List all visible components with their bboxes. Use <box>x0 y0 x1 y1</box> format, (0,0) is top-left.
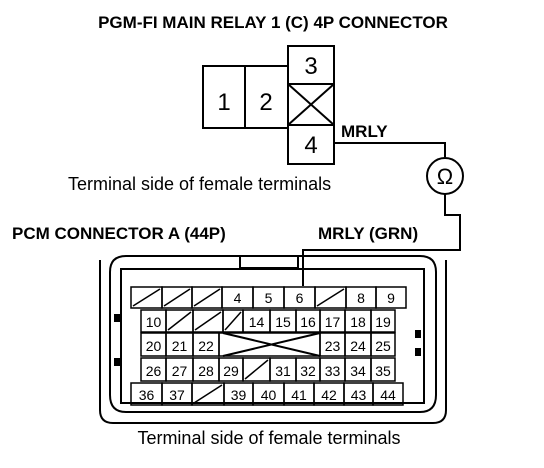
pcm-terminal-frame <box>120 268 425 404</box>
ohm-symbol: Ω <box>437 164 453 189</box>
pcm-empty-cavity-slash <box>193 288 221 307</box>
pcm-key-mark <box>114 314 120 322</box>
pcm-pin-cell <box>370 332 396 357</box>
relay-pin-2: 2 <box>259 89 272 116</box>
relay-pin-3: 3 <box>304 53 317 80</box>
relay-pin-4: 4 <box>304 132 317 159</box>
relay-wire <box>334 142 446 157</box>
pcm-empty-cavity-slash <box>193 384 223 404</box>
pcm-empty-cavity-slash <box>163 288 191 307</box>
pcm-pin-6: 6 <box>296 290 304 306</box>
pcm-pin-24: 24 <box>350 338 366 354</box>
pcm-pin-43: 43 <box>351 387 367 403</box>
pcm-pin-37: 37 <box>169 387 185 403</box>
relay-connector <box>202 45 335 165</box>
pcm-pin-23: 23 <box>325 338 341 354</box>
pcm-pin-25: 25 <box>375 338 391 354</box>
pcm-pin-cell <box>375 286 407 309</box>
pcm-pin-22: 22 <box>198 338 214 354</box>
relay-pin-1: 1 <box>217 89 230 116</box>
pcm-wire-label: MRLY (GRN) <box>318 224 418 243</box>
pcm-pin-29: 29 <box>223 363 239 379</box>
pcm-pin-31: 31 <box>275 363 291 379</box>
pcm-connector <box>99 255 447 424</box>
pcm-empty-cavity-mark <box>222 332 321 357</box>
pcm-pin-27: 27 <box>172 363 188 379</box>
pcm-empty-cavity-slash <box>244 359 269 380</box>
pcm-pin-42: 42 <box>321 387 337 403</box>
pcm-empty-cavity-slash <box>194 311 222 331</box>
mrly-label: MRLY <box>341 122 388 141</box>
pcm-empty-cavity-slash <box>132 288 161 307</box>
pcm-pin-33: 33 <box>325 363 341 379</box>
pcm-pin-cell <box>370 357 396 382</box>
pcm-pin-5: 5 <box>265 290 273 306</box>
pcm-terminal-grid: 4 5 6 8 9 10 14 15 16 17 18 19 20 21 22 23 24 25 26 27 28 29 3… <box>130 286 407 406</box>
pcm-pin-26: 26 <box>146 363 162 379</box>
pcm-outer-shell <box>99 260 447 424</box>
pcm-pin-32: 32 <box>300 363 316 379</box>
pcm-pin-40: 40 <box>261 387 277 403</box>
pcm-pin-cell <box>372 382 404 406</box>
pcm-pin-18: 18 <box>350 314 366 330</box>
relay-connector-column <box>287 45 335 165</box>
pcm-pin-34: 34 <box>350 363 366 379</box>
pcm-pin-17: 17 <box>325 314 341 330</box>
pcm-pin-19: 19 <box>375 314 391 330</box>
pcm-pin-14: 14 <box>249 314 265 330</box>
pcm-housing <box>109 255 437 413</box>
pcm-empty-cavity-slash <box>167 311 192 331</box>
pcm-pin-39: 39 <box>231 387 247 403</box>
pcm-terminal-caption: Terminal side of female terminals <box>137 428 400 448</box>
pcm-pin-4: 4 <box>234 290 242 306</box>
pcm-pin-9: 9 <box>387 290 395 306</box>
pcm-pin-15: 15 <box>275 314 291 330</box>
relay-terminal-caption: Terminal side of female terminals <box>68 174 331 194</box>
pcm-connector-title: PCM CONNECTOR A (44P) <box>12 224 226 243</box>
pcm-pin-41: 41 <box>291 387 307 403</box>
pcm-pin-21: 21 <box>172 338 188 354</box>
pcm-pin-28: 28 <box>198 363 214 379</box>
pcm-empty-cavity-slash <box>224 311 242 331</box>
pcm-empty-cavity-slash <box>316 288 345 307</box>
pcm-pin-10: 10 <box>146 314 162 330</box>
pcm-pin-36: 36 <box>139 387 155 403</box>
pcm-pin-44: 44 <box>380 387 396 403</box>
pcm-pin-16: 16 <box>300 314 316 330</box>
relay-connector-title: PGM-FI MAIN RELAY 1 (C) 4P CONNECTOR <box>98 13 448 32</box>
pcm-pin-20: 20 <box>146 338 162 354</box>
pcm-lock-tab <box>239 255 299 269</box>
pcm-pin-35: 35 <box>375 363 391 379</box>
pcm-pin-cell <box>370 309 396 333</box>
pcm-central-empty-block <box>218 332 321 357</box>
pcm-pin-8: 8 <box>357 290 365 306</box>
